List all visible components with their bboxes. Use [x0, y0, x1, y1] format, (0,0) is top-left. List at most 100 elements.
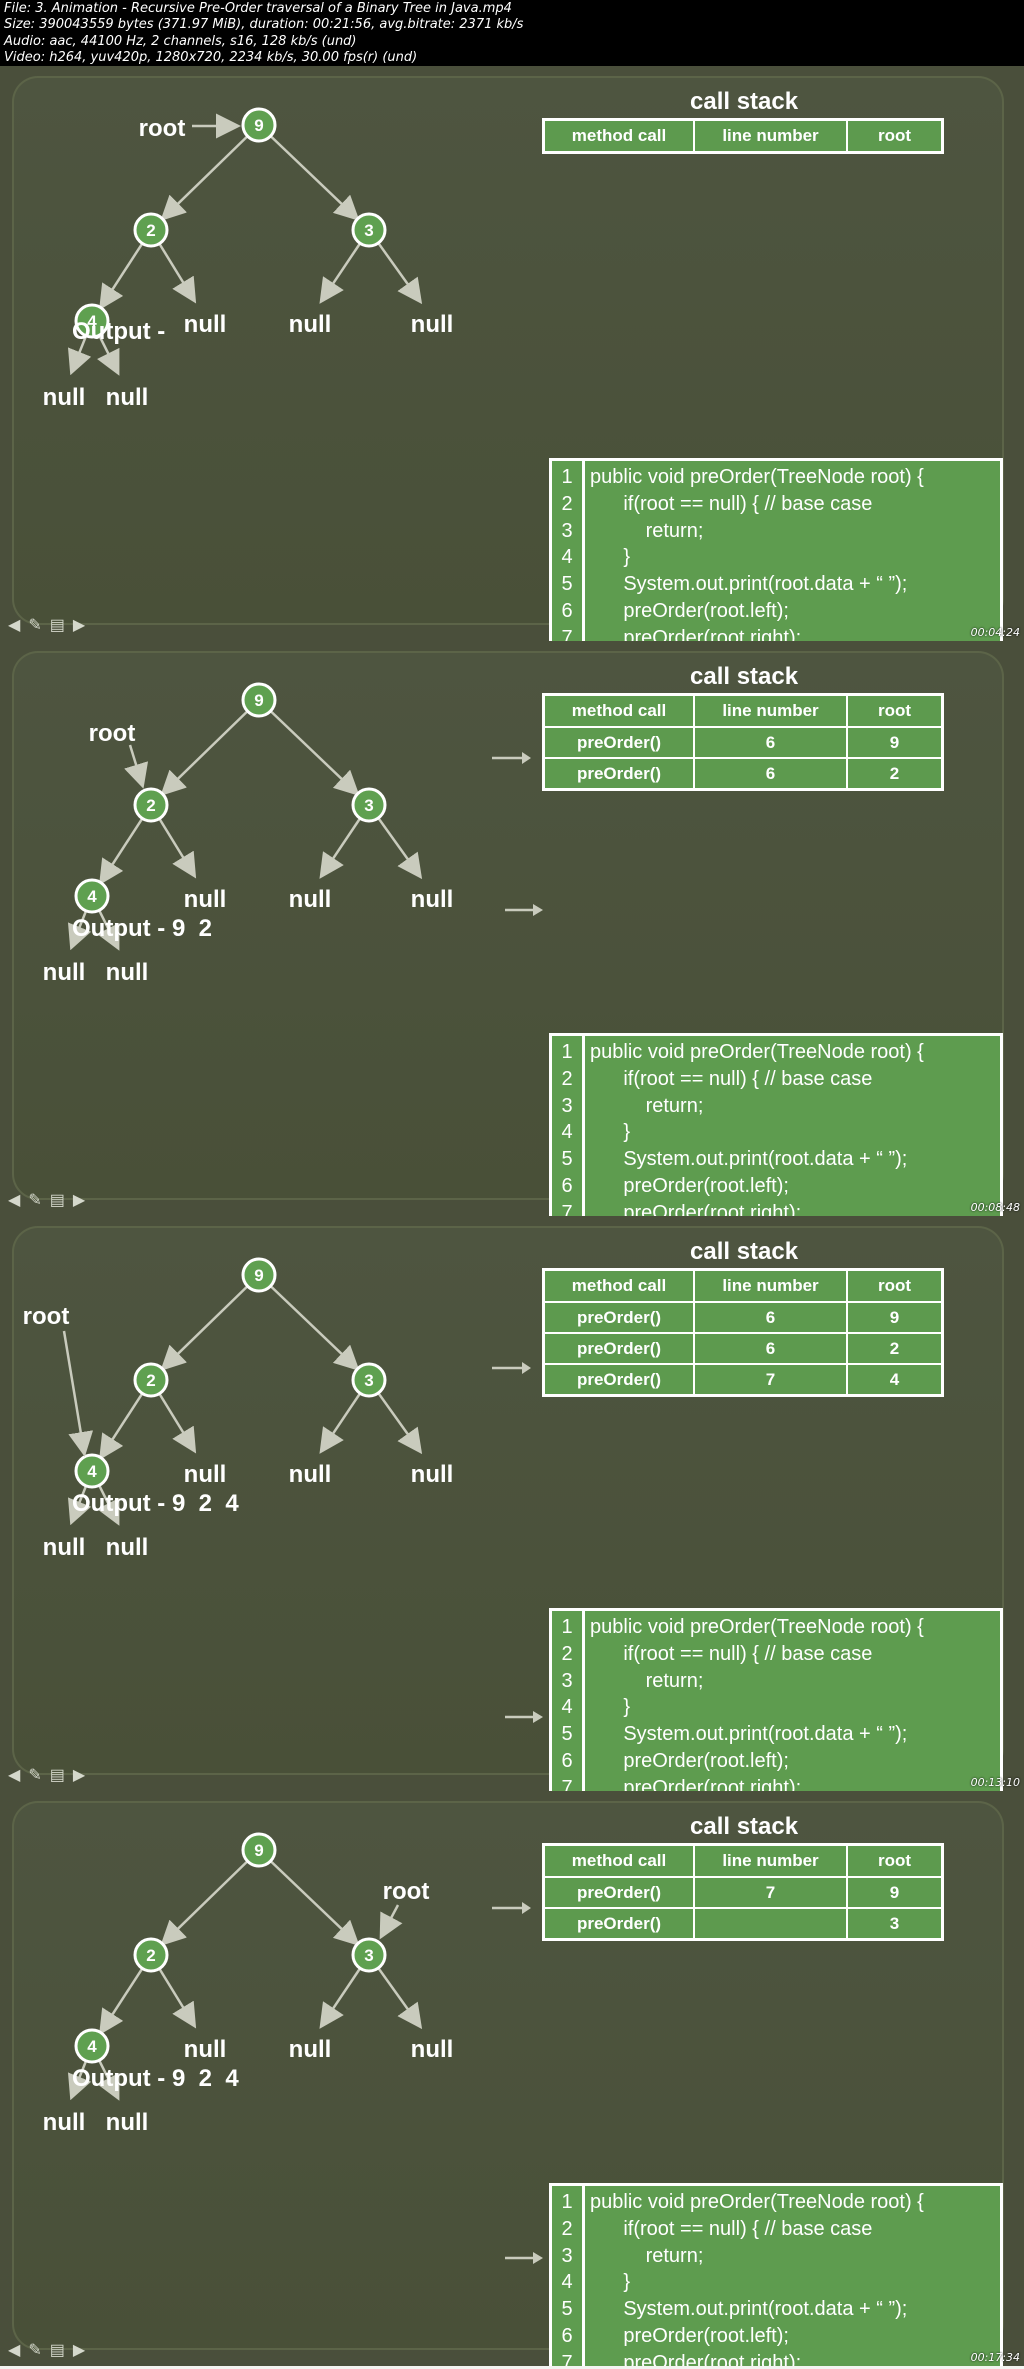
- tree-node-9: 9: [241, 1832, 277, 1868]
- meta-size-line: Size: 390043559 bytes (371.97 MiB), dura…: [4, 17, 524, 33]
- tree-node-value: 2: [146, 796, 155, 815]
- traversal-output: Output - 9 2 4: [72, 2065, 239, 2092]
- call-stack-header-cell: root: [846, 1843, 944, 1878]
- code-line-number: 2: [561, 492, 573, 515]
- null-leaf-label: null: [184, 311, 227, 338]
- code-line: preOrder(root.right);: [590, 1776, 802, 1791]
- tree-edge: [160, 1285, 248, 1371]
- call-stack-title: call stack: [690, 1238, 799, 1265]
- call-stack-cell: 3: [846, 1907, 944, 1941]
- prev-arrow-icon[interactable]: ◀: [8, 2342, 21, 2359]
- menu-icon[interactable]: ▤: [49, 2342, 65, 2359]
- tree-node-3: 3: [351, 1937, 387, 1973]
- tree-edge: [160, 710, 248, 796]
- pen-icon[interactable]: ✎: [28, 1767, 42, 1784]
- next-arrow-icon[interactable]: ▶: [72, 1767, 86, 1784]
- tree-edge: [319, 243, 361, 304]
- tree-node-4: 4: [74, 1453, 110, 1489]
- code-line-number: 4: [561, 1121, 573, 1144]
- prev-arrow-icon[interactable]: ◀: [8, 1192, 21, 1209]
- tree-node-value: 2: [146, 1371, 155, 1390]
- call-stack-cell: [693, 1907, 848, 1941]
- code-line-number: 3: [561, 1669, 573, 1692]
- tree-edge: [97, 2060, 120, 2101]
- tree-node-value: 3: [364, 796, 373, 815]
- call-stack-header-cell: line number: [693, 118, 848, 154]
- line-number-gutter: [552, 1036, 585, 1216]
- menu-icon[interactable]: ▤: [49, 617, 65, 634]
- pen-icon[interactable]: ✎: [28, 1192, 42, 1209]
- code-line-number: 7: [561, 626, 573, 641]
- next-arrow-icon[interactable]: ▶: [72, 2342, 86, 2359]
- prev-arrow-icon[interactable]: ◀: [8, 1767, 21, 1784]
- code-line-number: 4: [561, 1696, 573, 1719]
- call-stack-cell: preOrder(): [542, 1907, 695, 1941]
- null-leaf-label: null: [106, 2109, 149, 2136]
- tree-edge: [319, 1393, 361, 1454]
- call-stack-header-cell: method call: [542, 1843, 695, 1878]
- call-stack-cell: 9: [846, 1301, 944, 1334]
- tree-edge: [97, 910, 120, 951]
- call-stack-title: call stack: [690, 1813, 799, 1840]
- tree-node-3: 3: [351, 787, 387, 823]
- call-stack-cell: 2: [846, 1332, 944, 1365]
- null-leaf-label: null: [43, 2109, 86, 2136]
- null-leaf-label: null: [411, 886, 454, 913]
- tree-edge: [377, 243, 423, 305]
- current-line-arrow-icon: [503, 1709, 545, 1730]
- tree-edge: [67, 911, 92, 951]
- code-line: }: [590, 1696, 631, 1719]
- code-line-number: 5: [561, 2298, 573, 2321]
- line-number-gutter: [552, 2186, 585, 2366]
- call-stack-cell: preOrder(): [542, 726, 695, 759]
- call-stack-cell: 9: [846, 726, 944, 759]
- slide-controls: ◀ ✎ ▤ ▶: [8, 1767, 85, 1785]
- tree-edge: [67, 2061, 92, 2101]
- traversal-output: Output - 9 2 4: [72, 1490, 239, 1517]
- menu-icon[interactable]: ▤: [49, 1192, 65, 1209]
- call-stack-header-cell: line number: [693, 1268, 848, 1303]
- meta-file-line: File: 3. Animation - Recursive Pre-Order…: [4, 1, 512, 16]
- code-line: preOrder(root.left);: [590, 1175, 789, 1197]
- call-stack-cell: 7: [693, 1876, 848, 1909]
- code-line: if(root == null) { // base case: [590, 1642, 873, 1665]
- tree-edge: [270, 135, 360, 222]
- meta-video-line: Video: h264, yuv420p, 1280x720, 2234 kb/…: [4, 49, 418, 65]
- tree-edge: [160, 135, 248, 221]
- frame-timestamp: 00:17:34: [970, 2351, 1020, 2364]
- tree-node-value: 2: [146, 1946, 155, 1965]
- tree-edge: [319, 1968, 361, 2029]
- tree-edge: [67, 1486, 92, 1526]
- tree-node-9: 9: [241, 682, 277, 718]
- tree-edge: [158, 1393, 197, 1454]
- prev-arrow-icon[interactable]: ◀: [8, 617, 21, 634]
- code-line: preOrder(root.right);: [590, 2351, 802, 2366]
- code-line: return;: [590, 1094, 704, 1117]
- tree-edge: [377, 1968, 423, 2030]
- current-frame-arrow-icon: [490, 1900, 532, 1921]
- pen-icon[interactable]: ✎: [28, 2342, 42, 2359]
- code-line: preOrder(root.left);: [590, 2325, 789, 2347]
- call-stack-cell: 7: [693, 1363, 848, 1397]
- menu-icon[interactable]: ▤: [49, 1767, 65, 1784]
- call-stack-cell: 6: [693, 1332, 848, 1365]
- tree-node-value: 9: [254, 1266, 263, 1285]
- pen-icon[interactable]: ✎: [28, 617, 42, 634]
- tree-edge: [158, 1968, 197, 2029]
- next-arrow-icon[interactable]: ▶: [72, 1192, 86, 1209]
- next-arrow-icon[interactable]: ▶: [72, 617, 86, 634]
- video-metadata-header: File: 3. Animation - Recursive Pre-Order…: [0, 0, 1024, 66]
- tree-node-value: 4: [87, 2037, 97, 2056]
